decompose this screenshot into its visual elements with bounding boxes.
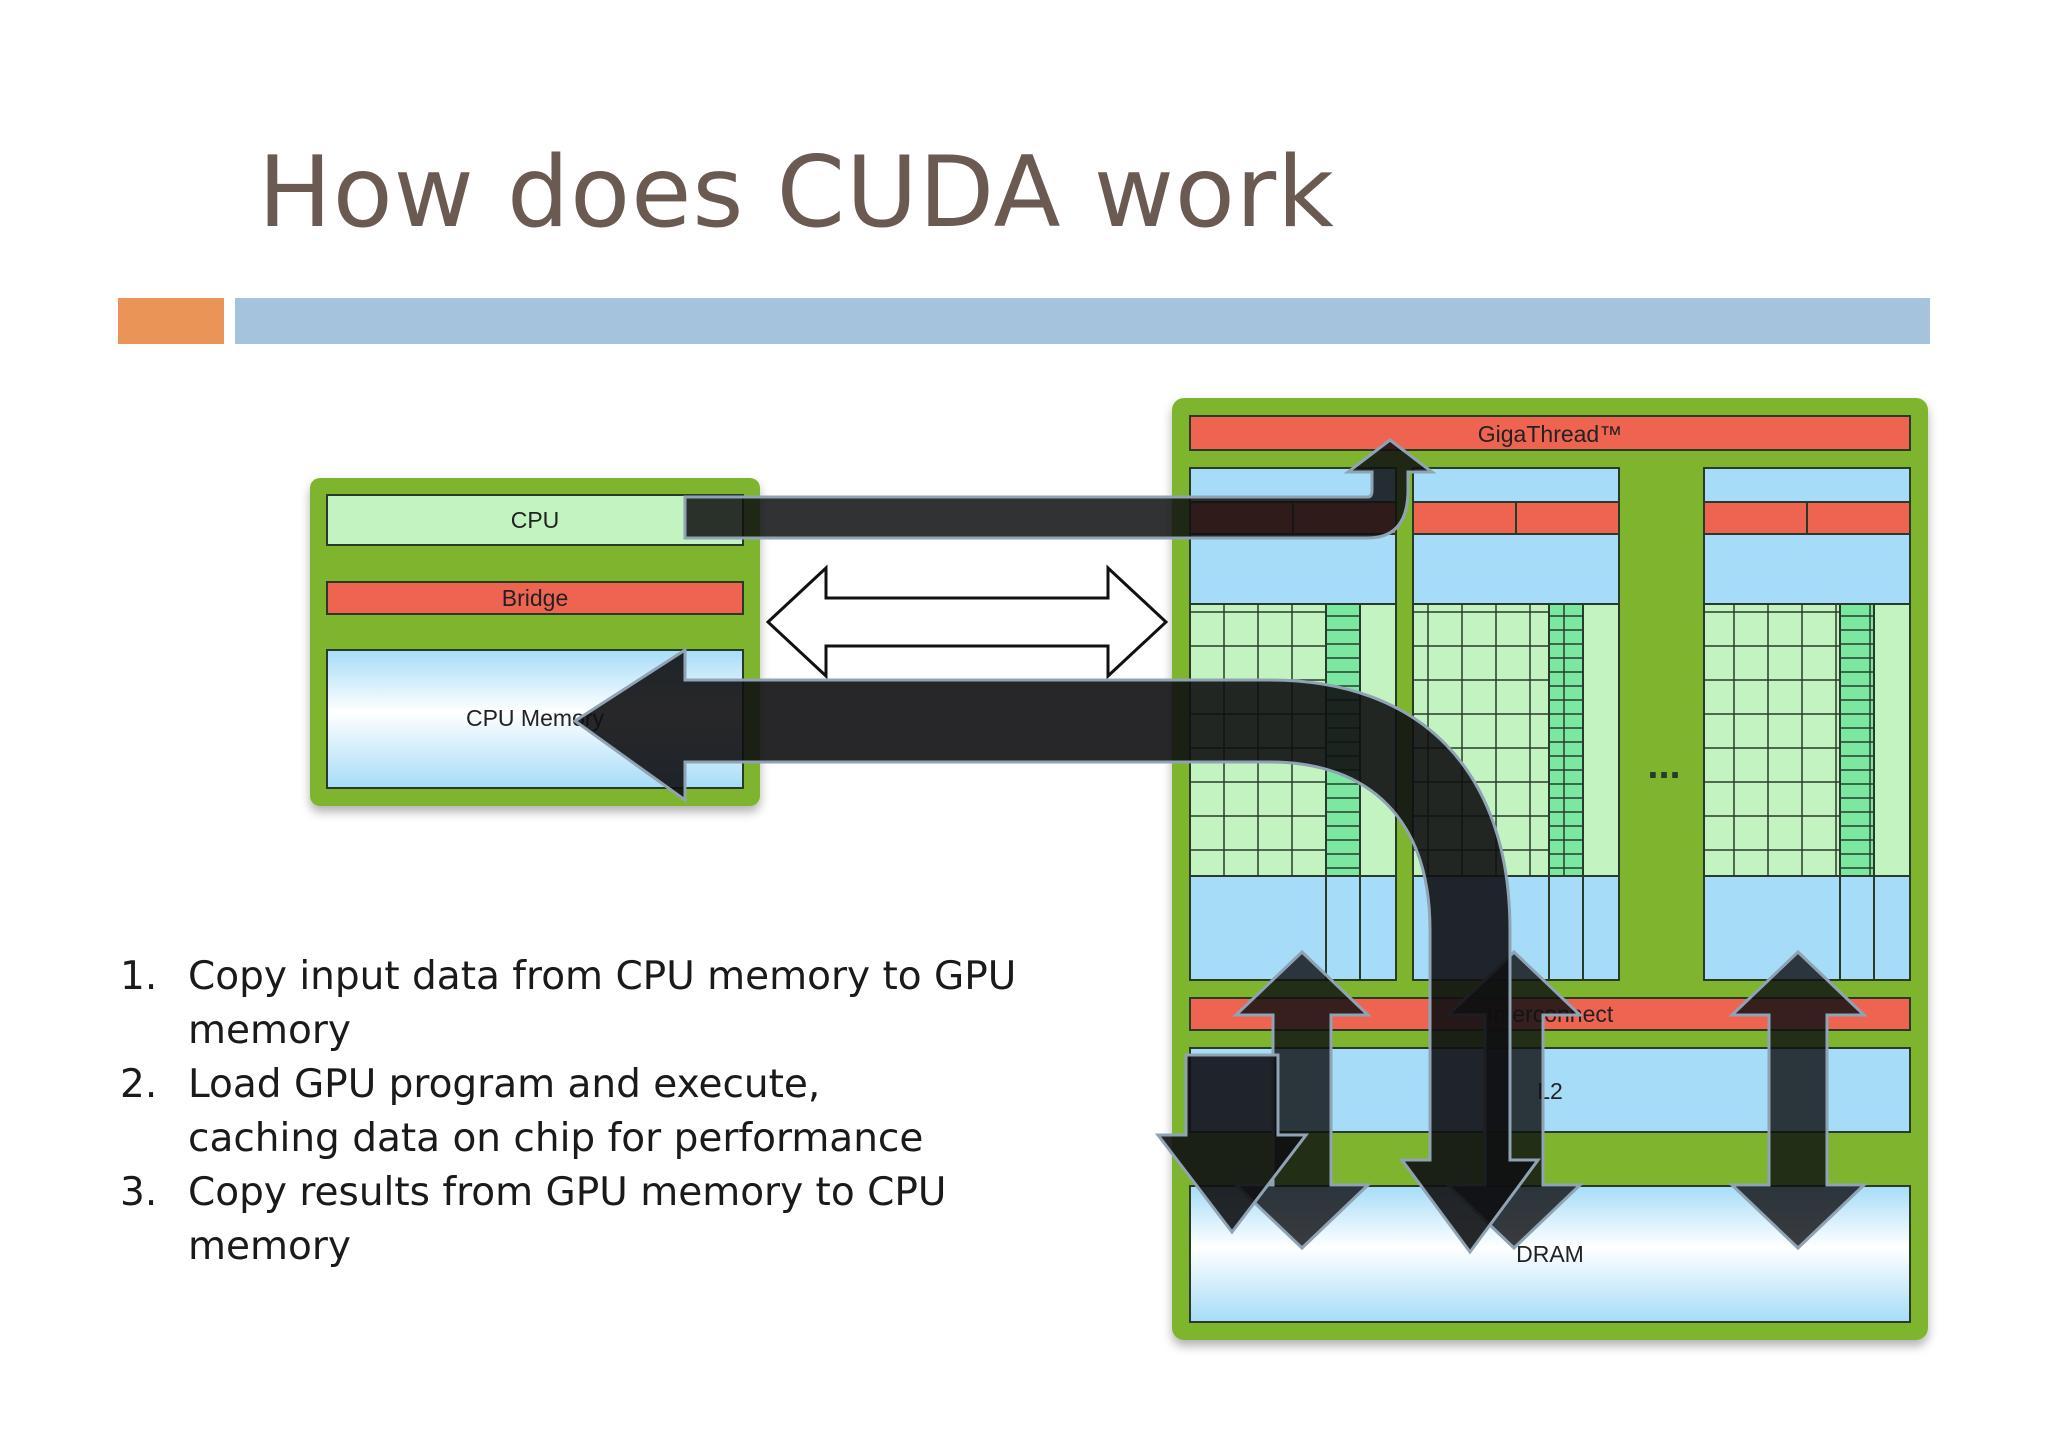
dram-label: DRAM bbox=[1516, 1241, 1584, 1267]
step-text-line: Load GPU program and execute, bbox=[188, 1062, 821, 1107]
bridge-label: Bridge bbox=[502, 585, 568, 611]
copy-results-arrow bbox=[572, 647, 1541, 1255]
cpu-label: CPU bbox=[511, 507, 560, 533]
memory-arrow-right bbox=[1728, 949, 1868, 1251]
step-number: 3. bbox=[120, 1170, 158, 1215]
step-number: 2. bbox=[120, 1062, 158, 1107]
ellipsis-label: ... bbox=[1647, 743, 1680, 787]
gigathread-block bbox=[1189, 415, 1911, 451]
bridge-block bbox=[326, 581, 744, 615]
accent-bar-blue bbox=[235, 298, 1930, 344]
list-item: 1. Copy input data from CPU memory to GP… bbox=[120, 950, 1080, 1058]
accent-bar-orange bbox=[118, 298, 224, 344]
page-title: How does CUDA work bbox=[258, 136, 1335, 250]
steps-list: 1. Copy input data from CPU memory to GP… bbox=[120, 950, 1080, 1274]
list-item: 3. Copy results from GPU memory to CPU m… bbox=[120, 1166, 1080, 1274]
step-number: 1. bbox=[120, 954, 158, 999]
gigathread-label: GigaThread™ bbox=[1478, 421, 1622, 447]
step-text-line: caching data on chip for performance bbox=[188, 1116, 924, 1161]
step-text-line: Copy input data from CPU memory to GPU bbox=[188, 954, 1017, 999]
copy-input-arrow bbox=[1154, 1053, 1310, 1235]
step-text-line: Copy results from GPU memory to CPU memo… bbox=[188, 1170, 947, 1269]
bus-double-arrow bbox=[765, 564, 1169, 680]
cpu-block bbox=[326, 494, 744, 546]
sm-column-3 bbox=[1703, 467, 1911, 981]
list-item: 2. Load GPU program and execute, caching… bbox=[120, 1058, 1080, 1166]
load-program-arrow bbox=[683, 438, 1437, 540]
step-text-line: memory bbox=[188, 1008, 351, 1053]
